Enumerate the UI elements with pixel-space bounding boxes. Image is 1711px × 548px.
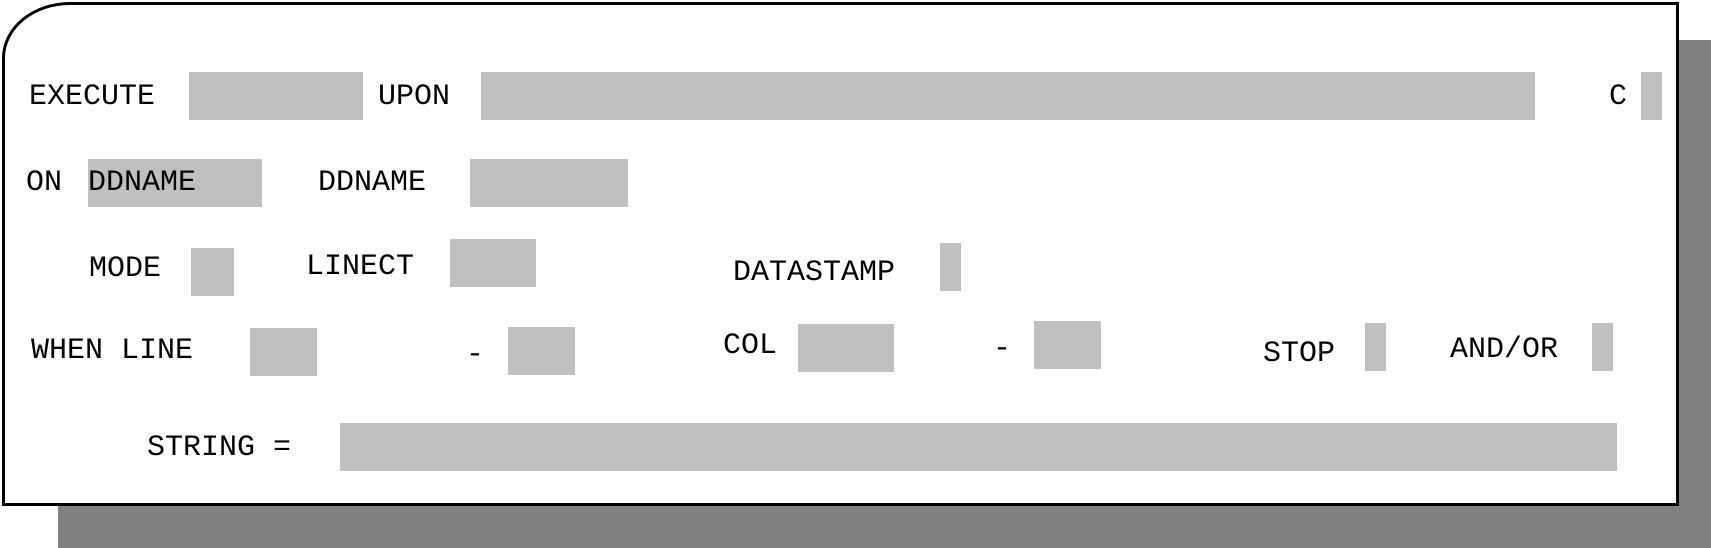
execute-label: EXECUTE (29, 80, 156, 114)
string-field[interactable] (340, 423, 1617, 471)
line-from-field[interactable] (250, 328, 317, 376)
and-or-field[interactable] (1592, 323, 1613, 371)
col-to-field[interactable] (1034, 321, 1101, 369)
stop-field[interactable] (1365, 323, 1386, 371)
on-ddname-field[interactable]: DDNAME (88, 159, 262, 207)
datastamp-field[interactable] (940, 243, 961, 291)
upon-field[interactable] (481, 72, 1535, 120)
string-label: STRING = (147, 431, 292, 465)
line-to-field[interactable] (508, 327, 575, 375)
and-or-label: AND/OR (1450, 333, 1559, 367)
line-range-dash: - (466, 338, 485, 372)
linect-field[interactable] (450, 239, 536, 287)
c-label: C (1609, 80, 1628, 114)
stop-label: STOP (1263, 337, 1336, 371)
execute-field[interactable] (189, 72, 363, 120)
linect-label: LINECT (306, 250, 415, 284)
col-label: COL (723, 329, 778, 363)
ddname-field[interactable] (470, 159, 628, 207)
when-line-label: WHEN LINE (31, 334, 194, 368)
mode-field[interactable] (191, 248, 234, 296)
col-from-field[interactable] (798, 324, 894, 372)
ddname-label: DDNAME (318, 166, 427, 200)
mode-label: MODE (89, 252, 162, 286)
upon-label: UPON (378, 80, 451, 114)
on-label: ON (26, 166, 63, 200)
c-field[interactable] (1641, 72, 1662, 120)
datastamp-label: DATASTAMP (733, 256, 896, 290)
col-range-dash: - (993, 332, 1012, 366)
